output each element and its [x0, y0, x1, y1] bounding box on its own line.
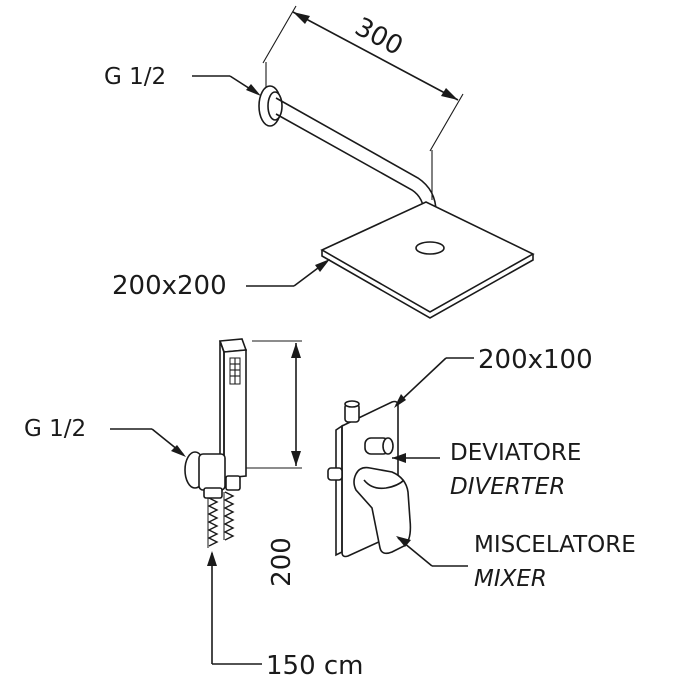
diverter-label-it: DEVIATORE	[450, 440, 581, 466]
shower-head-plate-edge	[321, 250, 534, 319]
shower-head-joint	[415, 241, 445, 255]
dim-300-ext-right-2	[429, 93, 464, 152]
arm-length-label: 300	[350, 12, 408, 62]
dim-300-arrow-right	[441, 88, 458, 100]
handset-height-label: 200	[267, 537, 297, 587]
diverter-arrow	[392, 453, 406, 463]
arm-thread-arrow	[246, 84, 261, 96]
hose-strand-left	[207, 497, 219, 547]
dim-300-arrow-left	[293, 12, 310, 24]
handset-nozzles	[229, 357, 241, 385]
hose-length-label: 150 cm	[266, 651, 364, 681]
mixer-assembly: 200x100 DEVIATORE DIVERTER MISCELATORE M…	[327, 345, 636, 592]
mixer-label-en: MIXER	[474, 566, 547, 592]
mixer-label-it: MISCELATORE	[474, 532, 636, 558]
mixer-handle-ridge	[363, 479, 405, 490]
dim-200-arrow-top	[291, 343, 301, 358]
handset-thread-label: G 1/2	[24, 416, 86, 442]
hose-connector	[203, 487, 223, 499]
head-size-arrow	[315, 259, 330, 272]
plate-size-arrow	[394, 394, 406, 408]
holder-bracket	[198, 453, 226, 491]
hose-strand-right	[223, 491, 235, 541]
mixer-plate-edge	[335, 424, 343, 557]
dim-200-arrow-bottom	[291, 451, 301, 466]
dim-300-ext-left-2	[262, 5, 297, 64]
head-size-label: 200x200	[112, 271, 227, 301]
mixer-arrow	[396, 536, 411, 547]
holder-clip	[225, 475, 241, 491]
hose	[207, 491, 235, 548]
hand-shower-assembly: 200 G 1/2 150 cm	[24, 338, 364, 681]
mixer-handle	[353, 466, 412, 555]
plate-size-leader-d	[395, 357, 447, 406]
arm-thread-label: G 1/2	[104, 64, 166, 90]
side-connector	[327, 467, 343, 481]
diverter-label-en: DIVERTER	[450, 474, 565, 500]
shower-arm-assembly: 300 G 1/2 200x200	[104, 5, 535, 319]
plate-size-label: 200x100	[478, 345, 593, 375]
dim-300-line	[292, 11, 459, 101]
top-connector-cap	[344, 400, 360, 408]
hose-length-arrow	[207, 551, 217, 566]
handset-thread-arrow	[171, 445, 186, 457]
shower-head-plate	[320, 201, 535, 313]
diverter-knob-face	[382, 437, 394, 455]
